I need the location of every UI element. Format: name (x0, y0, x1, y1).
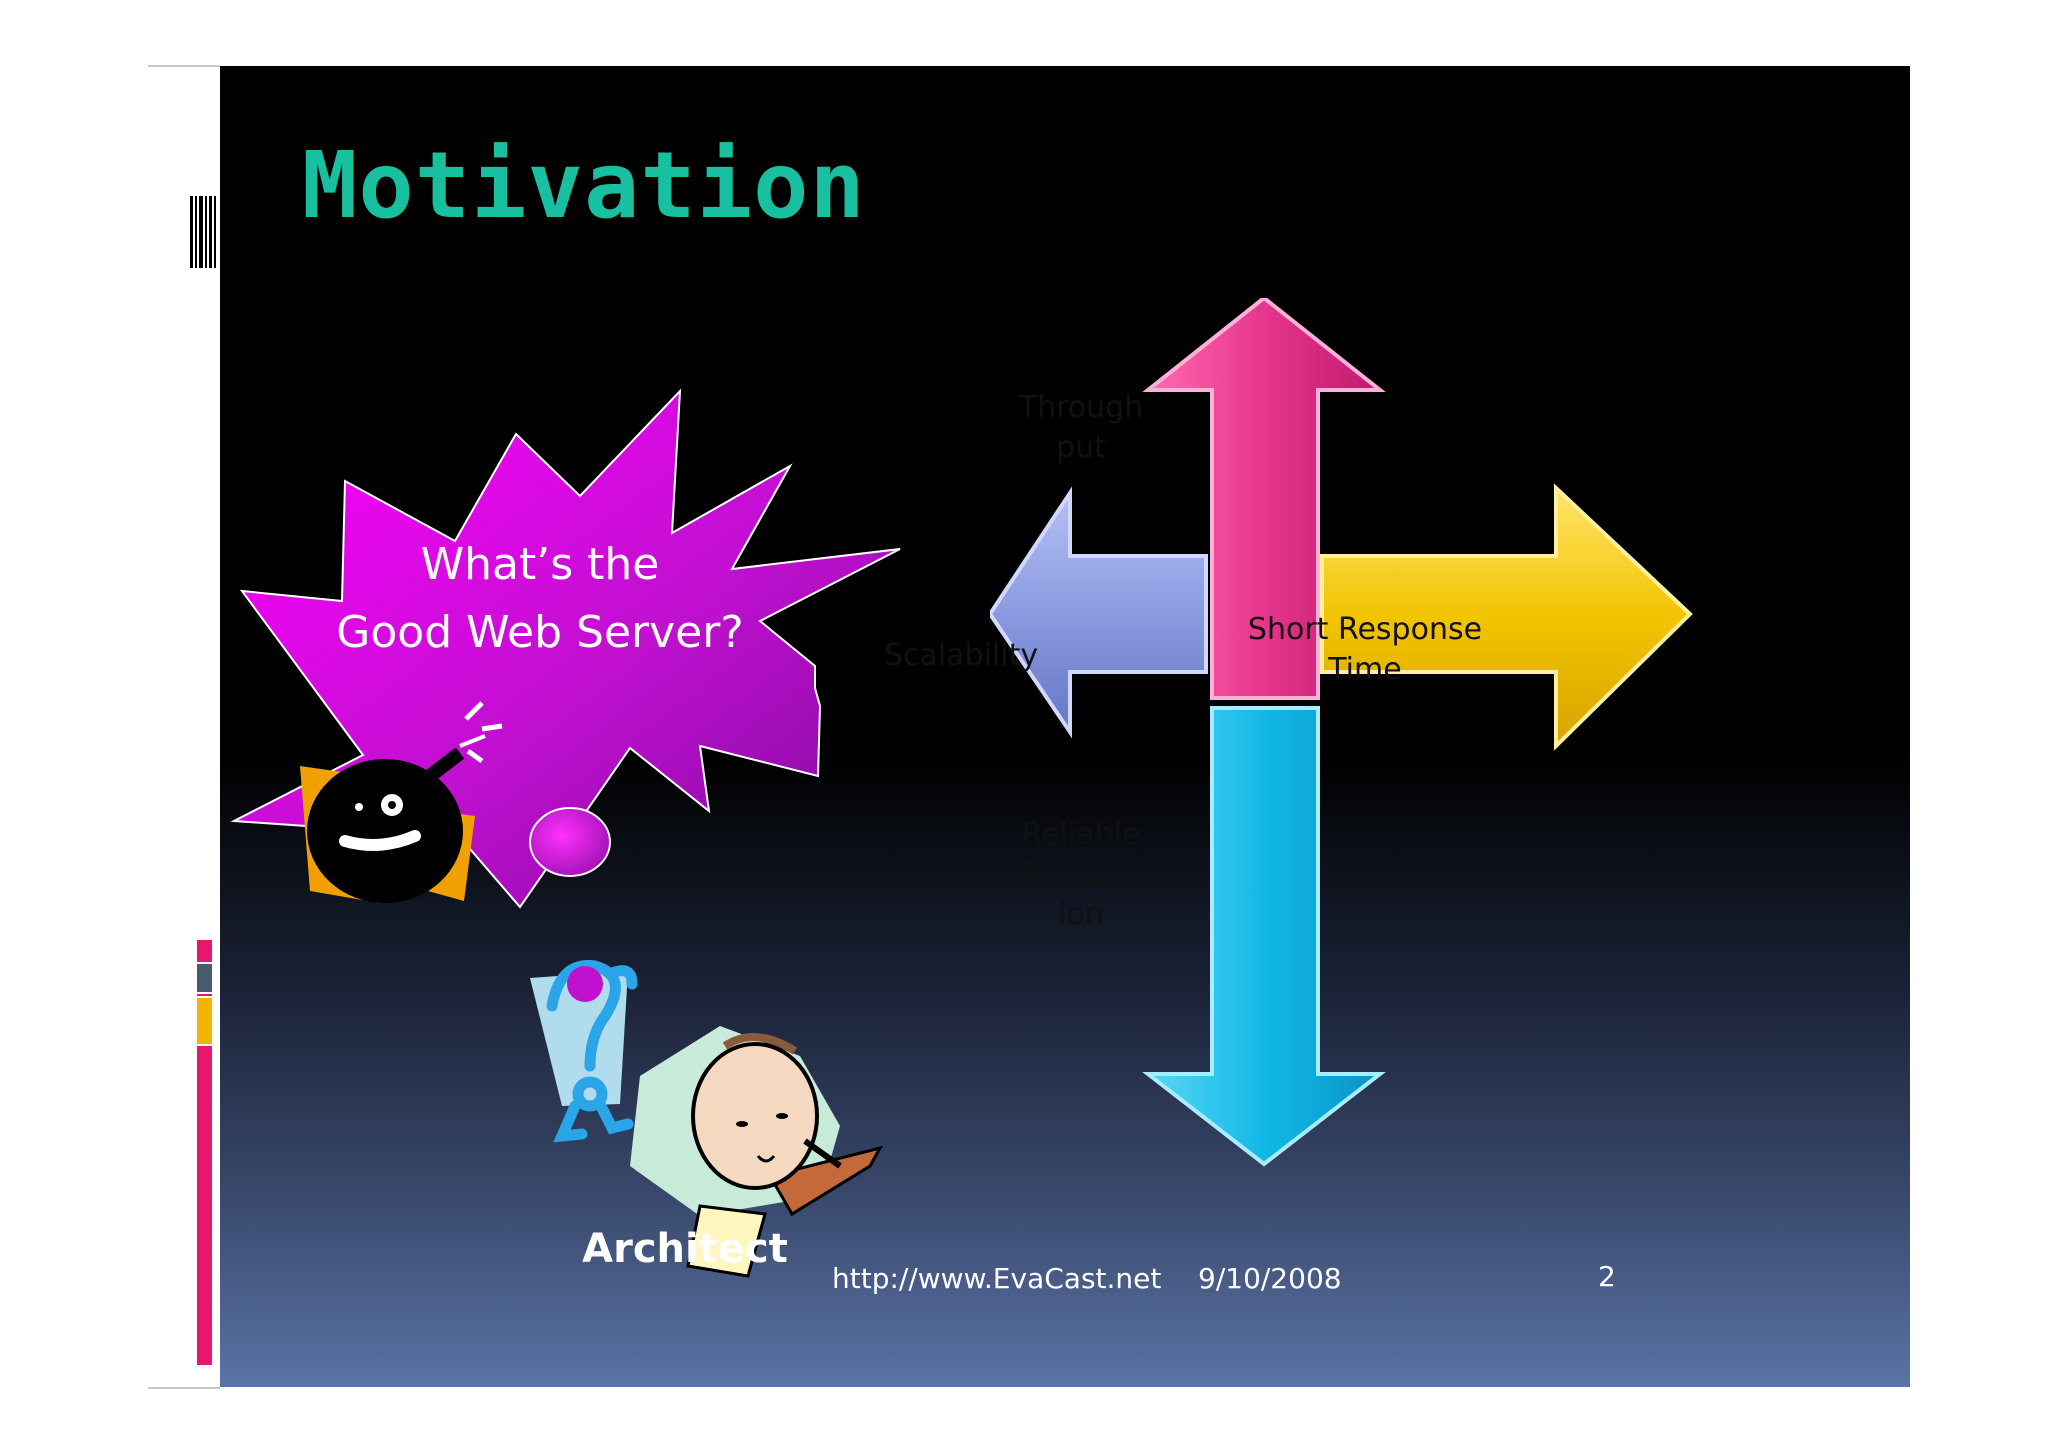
arrow-label-line: Scalability (883, 638, 1039, 673)
arrow-left-scalability (990, 486, 1208, 739)
question-mark-icon (546, 960, 638, 1143)
slide-title: Motivation (302, 132, 866, 239)
arrow-label-throughput: Through put (1011, 388, 1151, 468)
thought-bubble (529, 807, 611, 877)
burst-line-2: Good Web Server? (336, 607, 744, 658)
arrow-label-short-response-time: Short Response Time (1235, 610, 1495, 690)
arrow-label-line: ion (1058, 897, 1104, 932)
page-bottom-rule (148, 1387, 220, 1389)
architect-label: Architect (582, 1226, 788, 1272)
barcode-decoration (190, 196, 218, 268)
arrow-label-line: Short Response (1247, 612, 1483, 647)
arrow-label-line: Time (1328, 652, 1402, 687)
arrow-right-short-response-time (1320, 483, 1693, 751)
page-top-rule (148, 65, 220, 67)
burst-line-1: What’s the (420, 539, 660, 590)
four-way-arrow-diagram (990, 298, 1693, 1167)
footer-date: 9/10/2008 (1198, 1262, 1342, 1295)
arrow-label-line: put (1056, 430, 1106, 465)
slide-page-number: 2 (1598, 1260, 1616, 1293)
arrow-label-line: Through (1018, 390, 1144, 425)
arrow-down-reliable-transaction (1142, 706, 1386, 1167)
thinking-architect-figure (530, 960, 884, 1278)
arrow-label-reliable-transaction: Reliable Transact ion (1011, 815, 1151, 935)
starburst-callout (230, 388, 901, 909)
arrow-label-scalability: Scalability (861, 636, 1061, 676)
arrow-label-line: Transact (1018, 857, 1144, 892)
bomb-icon (300, 701, 503, 903)
slide: Motivation What’s the Good We (220, 66, 1910, 1387)
footer-url[interactable]: http://www.EvaCast.net (832, 1262, 1162, 1295)
arrow-up-throughput (1142, 298, 1386, 700)
burst-question: What’s the Good Web Server? (280, 531, 800, 667)
arrow-label-line: Reliable (1021, 817, 1141, 852)
accent-bars (197, 940, 212, 1365)
